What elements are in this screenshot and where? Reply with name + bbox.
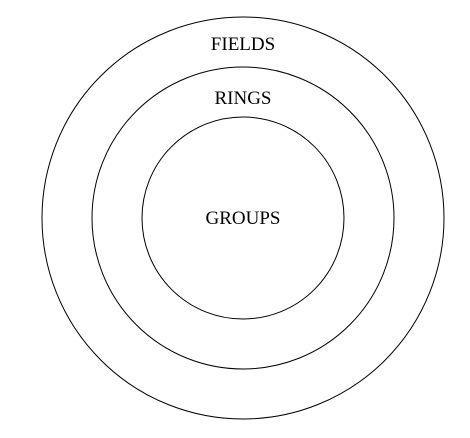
rings-label: RINGS	[214, 88, 271, 109]
groups-label: GROUPS	[206, 208, 281, 229]
rings-circle	[91, 66, 395, 370]
fields-circle	[41, 16, 445, 420]
groups-circle	[141, 116, 345, 320]
fields-label: FIELDS	[211, 34, 275, 55]
